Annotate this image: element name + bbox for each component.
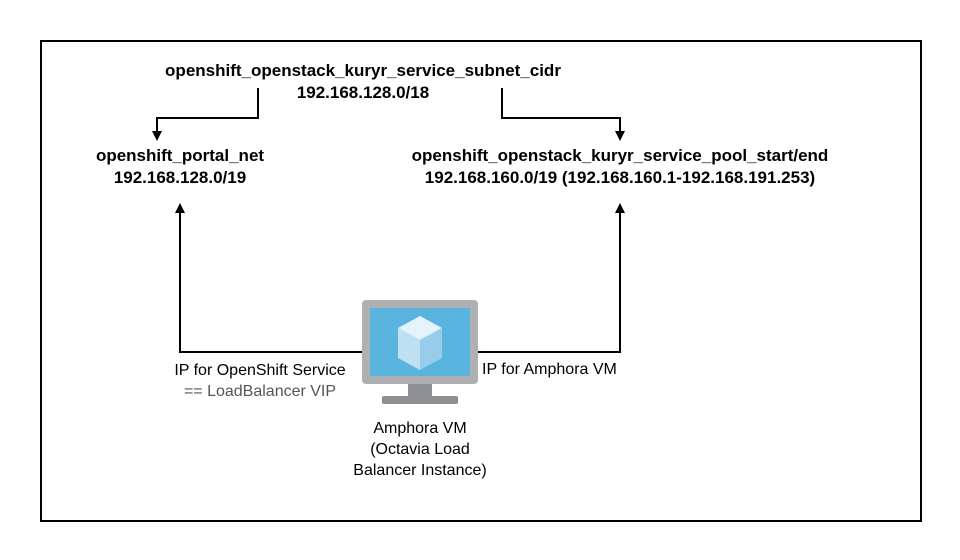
left-edge-label: IP for OpenShift Service == LoadBalancer… bbox=[160, 360, 360, 402]
right-edge-label: IP for Amphora VM bbox=[482, 359, 642, 380]
vm-label-line3: Balancer Instance) bbox=[353, 462, 487, 479]
vm-label-line1: Amphora VM bbox=[373, 420, 467, 437]
monitor-cube-icon bbox=[362, 300, 478, 404]
arrow-subnet-to-portal bbox=[152, 88, 259, 141]
left-edge-line2: == LoadBalancer VIP bbox=[183, 383, 337, 400]
arrow-vm-to-pool bbox=[478, 203, 625, 353]
right-edge-line1: IP for Amphora VM bbox=[482, 361, 617, 378]
vm-label: Amphora VM (Octavia Load Balancer Instan… bbox=[330, 418, 510, 481]
arrow-subnet-to-pool bbox=[501, 88, 625, 141]
service-pool-name: openshift_openstack_kuryr_service_pool_s… bbox=[411, 146, 829, 165]
diagram-frame bbox=[40, 40, 922, 522]
service-subnet-cidr: 192.168.128.0/18 bbox=[296, 83, 430, 102]
service-pool-cidr: 192.168.160.0/19 (192.168.160.1-192.168.… bbox=[424, 168, 816, 187]
service-subnet-name: openshift_openstack_kuryr_service_subnet… bbox=[165, 61, 561, 80]
left-edge-line1: IP for OpenShift Service bbox=[174, 362, 346, 379]
portal-net-name: openshift_portal_net bbox=[95, 146, 265, 165]
service-pool-label: openshift_openstack_kuryr_service_pool_s… bbox=[376, 145, 864, 189]
portal-net-cidr: 192.168.128.0/19 bbox=[113, 168, 247, 187]
portal-net-label: openshift_portal_net 192.168.128.0/19 bbox=[80, 145, 280, 189]
vm-label-line2: (Octavia Load bbox=[370, 441, 470, 458]
service-subnet-label: openshift_openstack_kuryr_service_subnet… bbox=[140, 60, 586, 104]
arrow-vm-to-portal bbox=[175, 203, 362, 353]
